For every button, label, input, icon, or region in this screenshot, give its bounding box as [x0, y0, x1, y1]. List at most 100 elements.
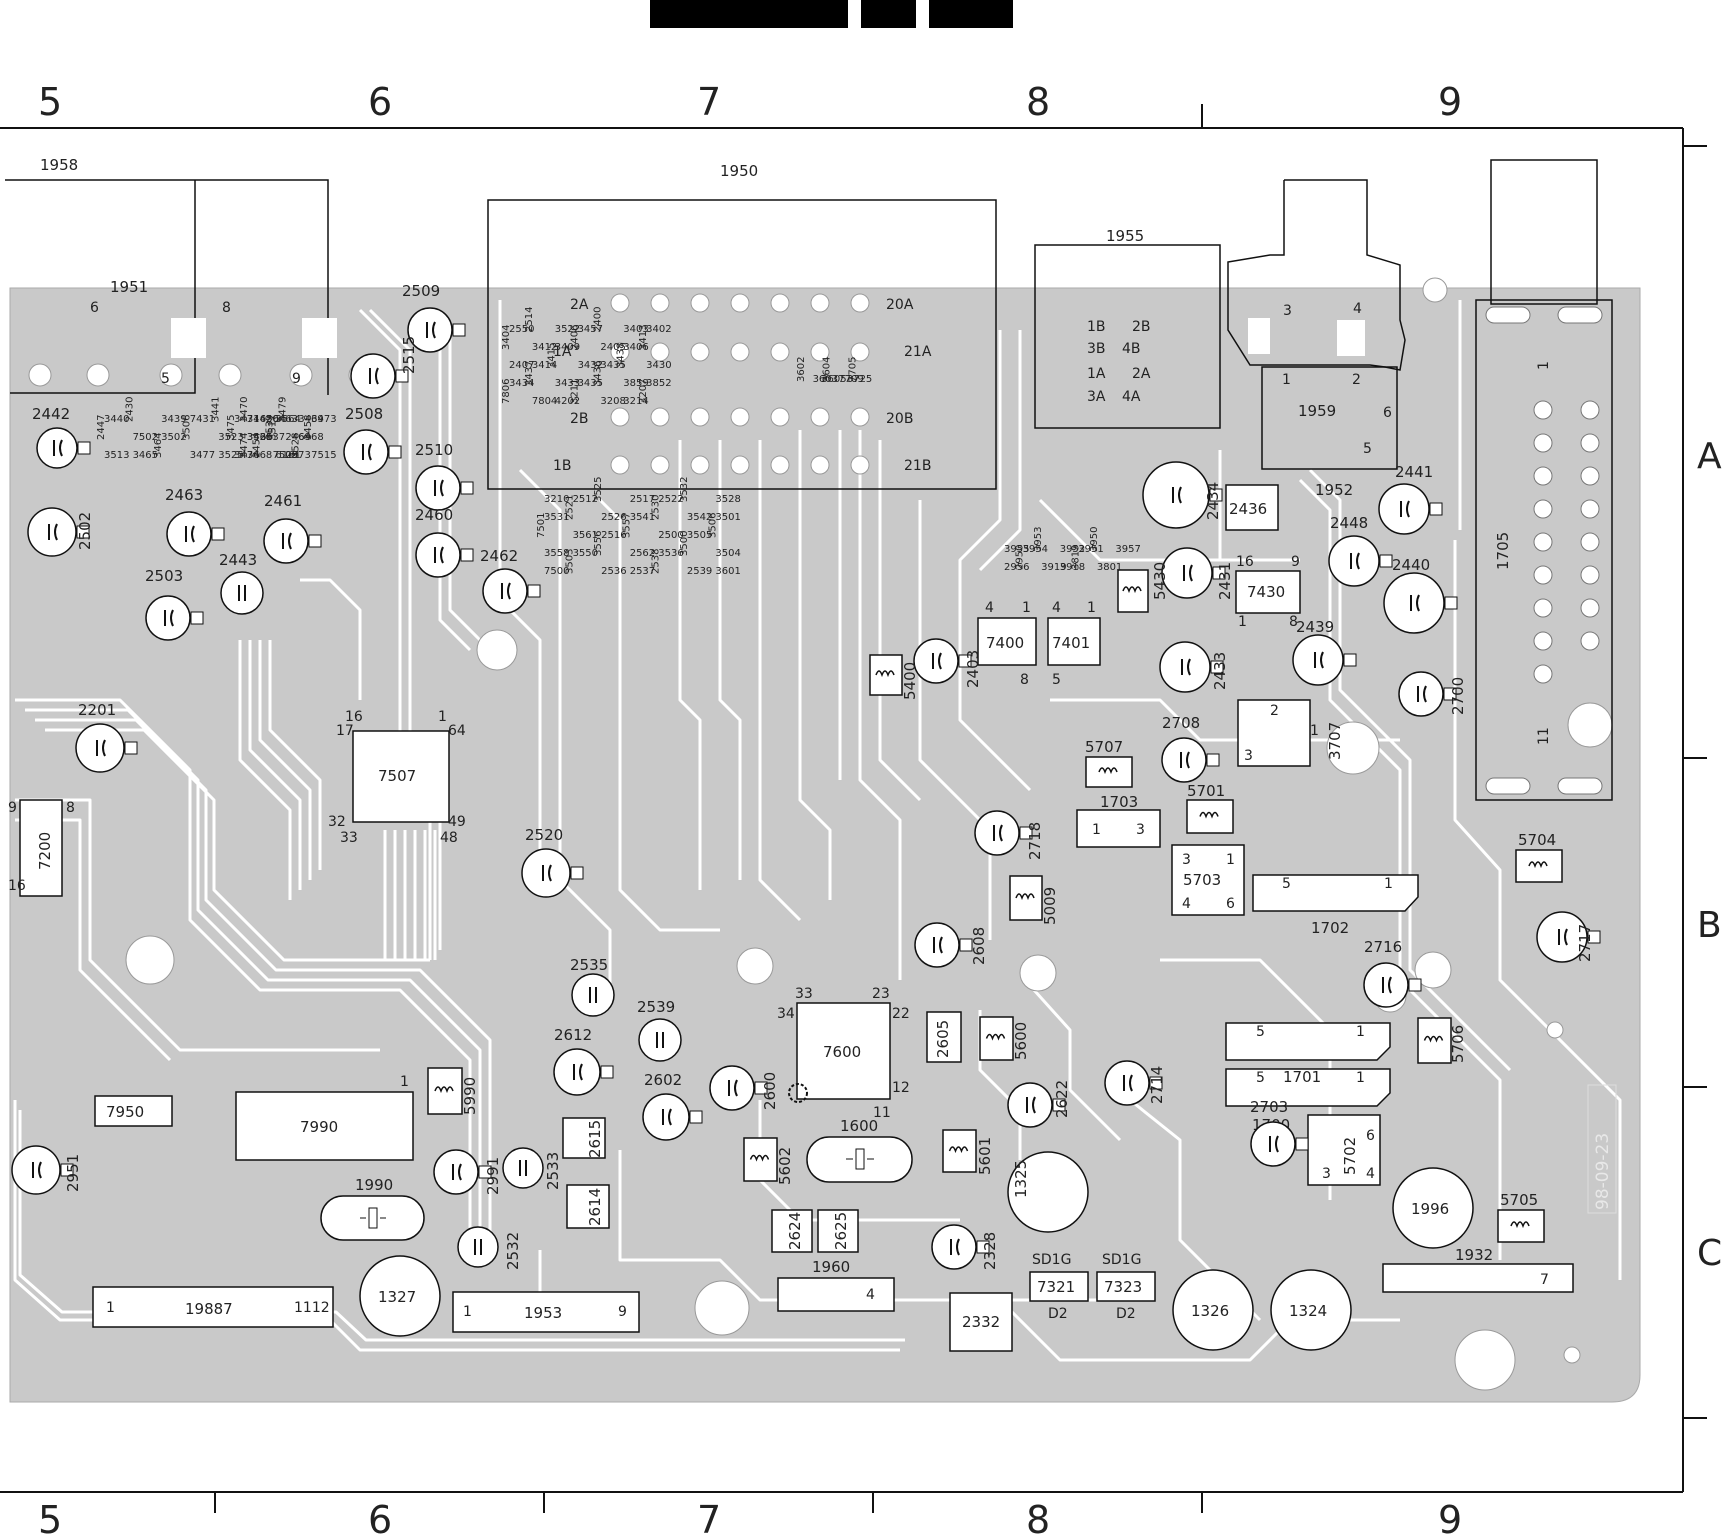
pin-label: 2B — [1132, 319, 1151, 335]
pin-label: 3 — [1136, 822, 1145, 838]
component-ref: 2615 — [586, 1120, 604, 1158]
component-ref: 2328 — [981, 1232, 999, 1270]
pin-label: 1 — [1087, 600, 1096, 616]
component-ref: 2708 — [1162, 714, 1200, 732]
smd-label: 3725 — [847, 374, 872, 385]
component-ref: 1326 — [1191, 1302, 1229, 1320]
pin-label: 9 — [1291, 554, 1300, 570]
column-label: 5 — [38, 80, 62, 124]
component-ref: 5600 — [1012, 1022, 1030, 1060]
smd-label: 3402 — [646, 324, 671, 335]
smd-label: 2950 — [1015, 545, 1026, 570]
smd-label: 3951 — [1078, 544, 1103, 555]
component-ref: 7401 — [1052, 634, 1090, 652]
component-ref: 2614 — [586, 1188, 604, 1226]
coil: 5706 — [1417, 1017, 1467, 1064]
pin-label: 11 — [1536, 727, 1552, 745]
smd-label: 3539 — [265, 415, 276, 440]
pin-label: 1 — [1356, 1024, 1365, 1040]
component-ref: 1600 — [840, 1117, 878, 1135]
electrolytic-capacitor: 2716 — [1363, 938, 1422, 1008]
component-ref: 2441 — [1395, 463, 1433, 481]
smd-label: 3504 — [715, 548, 740, 559]
smd-label: 3435 — [600, 360, 625, 371]
smd-label: 3469 — [298, 414, 323, 425]
electrolytic-capacitor: 2708 — [1161, 714, 1220, 783]
smd-label: 7502 — [133, 432, 158, 443]
smd-label: 3525 — [218, 450, 243, 461]
smd-label: 3506 — [707, 513, 718, 538]
column-labels-top: 5 6 7 8 9 — [38, 80, 1462, 124]
smd-label: 3531 — [544, 512, 569, 523]
smd-label: 2447 — [96, 415, 107, 440]
smd-label: 3505 — [687, 530, 712, 541]
smd-label: 3413 — [638, 325, 649, 350]
smd-label: 2573 — [285, 450, 310, 461]
smd-label: 3604 — [822, 357, 833, 382]
pin-label: 20B — [886, 411, 913, 427]
film-capacitor: 2532 — [457, 1226, 522, 1270]
electrolytic-capacitor: 2951 — [11, 1145, 82, 1195]
electrolytic-capacitor: 2439 — [1292, 618, 1357, 686]
column-label: 8 — [1026, 1498, 1050, 1535]
smd-label: 3542 — [687, 512, 712, 523]
smd-label: 3473 — [311, 414, 336, 425]
component-ref: 1702 — [1311, 919, 1349, 937]
pin-label: 4 — [1366, 1166, 1375, 1182]
header-bar — [861, 0, 916, 28]
component-ref: 2431 — [1216, 562, 1234, 600]
electrolytic-capacitor: 2612 — [553, 1026, 614, 1096]
component-ref: 5707 — [1085, 738, 1123, 756]
component-ref: 1960 — [812, 1258, 850, 1276]
column-label: 7 — [697, 80, 721, 124]
pin-label: 1A — [553, 344, 572, 360]
smd-label: 3477 — [190, 450, 215, 461]
smd-label: 3541 — [630, 512, 655, 523]
electrolytic-capacitor: 2328 — [931, 1224, 999, 1270]
electrolytic-capacitor: 2460 — [415, 506, 474, 578]
electrolytic-capacitor: 2503 — [145, 567, 204, 641]
smd-label: 3436 — [592, 361, 603, 386]
smd-label: 7501 — [536, 513, 547, 538]
smd-label: 7509 — [273, 450, 298, 461]
component-ref: 5430 — [1151, 562, 1169, 600]
smd-label: 3441 — [210, 397, 221, 422]
smd-label: 3434 — [509, 378, 534, 389]
date-stamp-text: 98-09-23 — [1593, 1133, 1613, 1210]
electrolytic-capacitor: 2608 — [914, 922, 988, 968]
component-ref: 2515 — [400, 336, 418, 374]
smd-label: 3603 — [813, 374, 838, 385]
connector-1953: 1 1953 9 — [452, 1291, 640, 1333]
through-holes — [28, 277, 1613, 1391]
smd-label: 3556 — [593, 531, 604, 556]
smd-label: 3468 — [247, 450, 272, 461]
electrolytic-capacitor: 2602 — [642, 1071, 703, 1141]
mounting-pad: 1996 — [1392, 1167, 1474, 1249]
pin-label: 2A — [1132, 366, 1151, 382]
coil: 5704 — [1515, 831, 1563, 883]
ic-7990: 7990 1 — [235, 1074, 414, 1161]
component-ref: 2718 — [1026, 822, 1044, 860]
pin-label: 3B — [1087, 341, 1106, 357]
electrolytic-capacitor: 2509 — [402, 282, 466, 353]
pin-label: 1 — [106, 1300, 115, 1316]
component-ref: 2622 — [1053, 1080, 1071, 1118]
coil: 5400 — [869, 654, 919, 700]
smd-label: 2530 — [650, 495, 661, 520]
component-ref: 2463 — [165, 486, 203, 504]
crystal-1600: 1600 — [806, 1117, 913, 1183]
electrolytic-capacitor: 2717 — [1536, 911, 1601, 963]
component-ref: 1958 — [40, 156, 78, 174]
row-label: C — [1697, 1233, 1722, 1274]
smd-label: 3564 — [275, 414, 300, 425]
ic-7600: 7600 33 23 34 22 12 11 — [777, 986, 910, 1121]
component-ref: 2433 — [1211, 652, 1229, 690]
component-ref: 3707 — [1326, 722, 1344, 760]
mounting-pad: 1325 — [1007, 1151, 1089, 1233]
smd-label: 3435 — [578, 378, 603, 389]
pin-label: 5 — [1256, 1024, 1265, 1040]
electrolytic-capacitor: 2600 — [709, 1065, 779, 1111]
pin-label: 3 — [1283, 303, 1292, 319]
header-bar — [929, 0, 1013, 28]
